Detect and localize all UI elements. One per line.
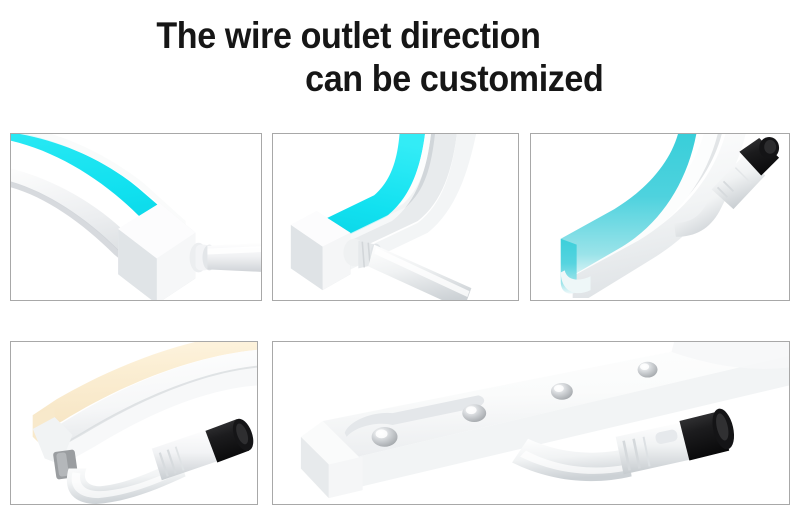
panel-bottom-outlet-warm-white: [10, 341, 258, 505]
neon-strip-bottom-outlet-illustration: [32, 342, 257, 504]
wire-connector: [711, 136, 780, 210]
panel-2-artwork: [273, 134, 518, 300]
panel-diagonal-side-outlet: [272, 133, 519, 301]
mounting-track-illustration: [300, 342, 789, 499]
panel-mounting-track-with-connector: [272, 341, 790, 505]
page-title-line-1: The wire outlet direction: [156, 15, 541, 56]
mounting-screw: [550, 382, 573, 400]
panel-3-artwork: [531, 134, 789, 300]
neon-strip-side-outlet-illustration: [11, 134, 261, 300]
page-title: The wire outlet direction can be customi…: [0, 0, 800, 100]
panel-1-artwork: [11, 134, 261, 300]
wire-connector: [151, 418, 254, 481]
page-title-line-2: can be customized: [305, 58, 604, 99]
panel-top-outlet-with-connector: [530, 133, 790, 301]
mounting-screw-group: [371, 361, 658, 447]
neon-strip-top-outlet-illustration: [560, 134, 780, 299]
wire-connector: [615, 408, 735, 475]
mounting-screw: [637, 361, 658, 378]
panel-5-artwork: [273, 342, 789, 504]
panel-straight-side-outlet: [10, 133, 262, 301]
neon-strip-diagonal-outlet-illustration: [290, 134, 477, 300]
panel-4-artwork: [11, 342, 257, 504]
